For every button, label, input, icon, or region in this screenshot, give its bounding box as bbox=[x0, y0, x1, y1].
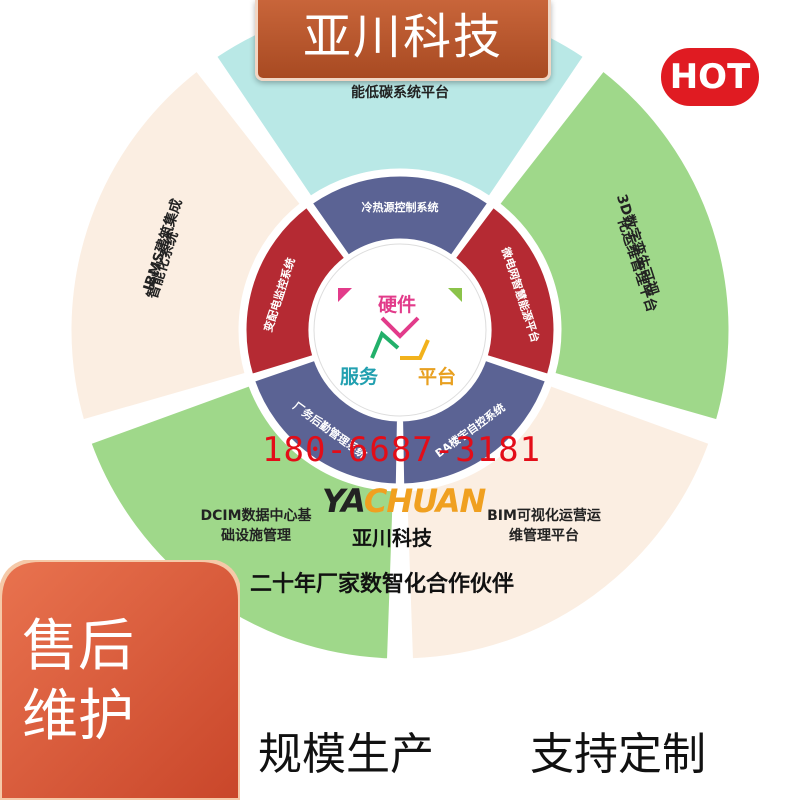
inner-segment-4 bbox=[251, 357, 400, 487]
outer-label-3-b: 维管理平台 bbox=[509, 527, 579, 544]
banner-title: 亚川科技 bbox=[302, 9, 503, 65]
inner-segment-1 bbox=[309, 173, 491, 259]
corner-pink-icon bbox=[338, 288, 352, 302]
core-top-label: 硬件 bbox=[378, 294, 417, 316]
logo-part-b: CHUAN bbox=[363, 482, 486, 520]
logo-subtitle: 亚川科技 bbox=[352, 526, 432, 550]
arrow-green-icon bbox=[370, 330, 400, 359]
inner-segment-3 bbox=[400, 357, 549, 487]
logo-part-a: YA bbox=[322, 482, 365, 520]
outer-label-4-a: DCIM数据中心基 bbox=[200, 507, 312, 524]
core-left-label: 服务 bbox=[340, 366, 379, 388]
outer-label-3-a: BIM可视化运营运 bbox=[487, 507, 601, 524]
phone-number: 180-6687-3181 bbox=[262, 430, 542, 470]
inner-label-1: 冷热源控制系统 bbox=[362, 200, 439, 214]
outer-label-1-b: 能低碳系统平台 bbox=[351, 84, 449, 101]
arrow-yellow-icon bbox=[400, 339, 430, 360]
cycle-arrows bbox=[338, 288, 462, 360]
outer-segment-5 bbox=[68, 67, 304, 423]
corner-green-icon bbox=[448, 288, 462, 302]
service-tile bbox=[0, 560, 240, 800]
slogan: 二十年厂家数智化合作伙伴 bbox=[250, 572, 515, 597]
inner-segment-2 bbox=[452, 204, 557, 378]
service-line2: 维护 bbox=[22, 684, 134, 749]
hot-badge: HOT bbox=[657, 44, 763, 110]
company-logo: YACHUAN bbox=[322, 482, 486, 520]
service-tile-text: 售后 维护 bbox=[22, 612, 222, 752]
top-banner: 亚川科技 bbox=[255, 0, 551, 81]
logo-main: YACHUAN bbox=[322, 482, 486, 520]
service-line1: 售后 bbox=[22, 614, 134, 679]
inner-segment-5 bbox=[243, 204, 348, 378]
core-circle bbox=[313, 243, 487, 417]
outer-ring: EMS能源管理节能低碳系统平台3D数字孪生可视化运维管理平台BIM可视化运营运维… bbox=[68, 0, 732, 662]
outer-segment-3 bbox=[404, 382, 713, 662]
outer-label-4-b: 础设施管理 bbox=[221, 527, 291, 544]
outer-segment-4 bbox=[87, 382, 396, 662]
outer-segment-2 bbox=[496, 67, 732, 423]
core-right-label: 平台 bbox=[418, 366, 457, 388]
hot-badge-label: HOT bbox=[670, 57, 751, 97]
footer-right-text: 支持定制 bbox=[530, 729, 706, 780]
arrow-magenta-icon bbox=[380, 316, 420, 339]
footer-left-text: 规模生产 bbox=[258, 729, 434, 780]
